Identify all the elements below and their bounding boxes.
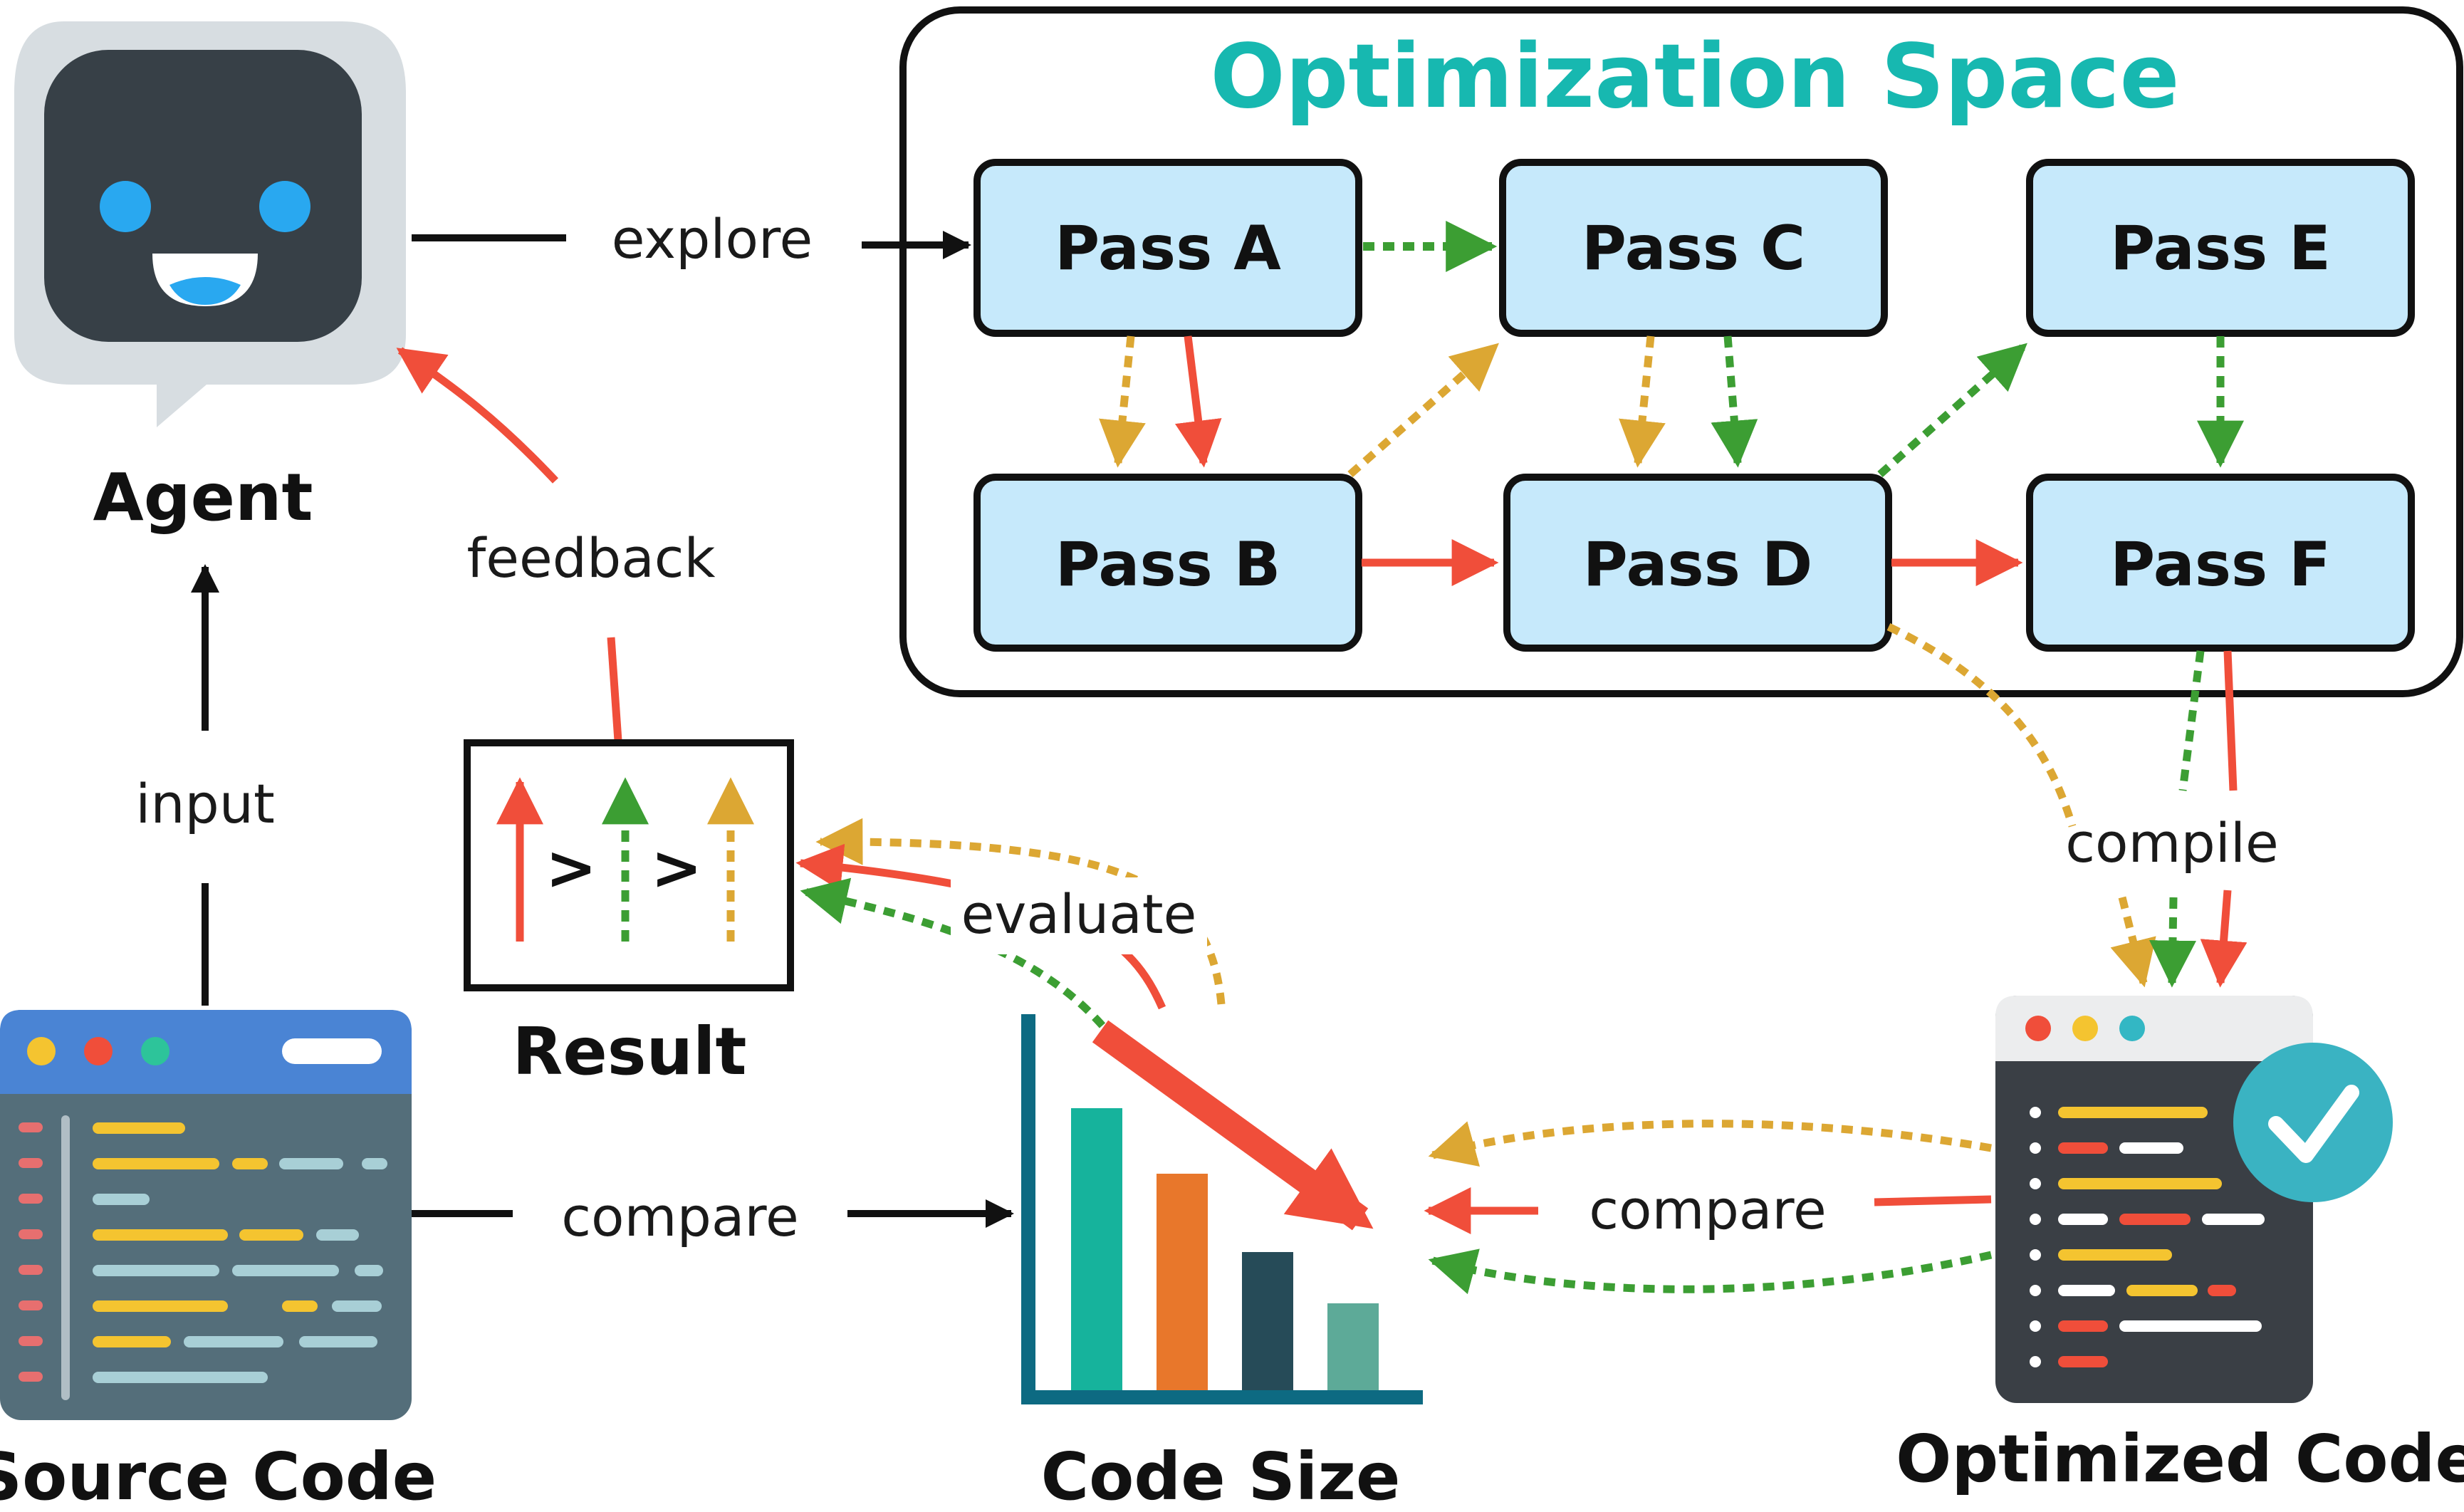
pass-b-node: Pass B [973,474,1362,652]
edge-c-d-green [1711,335,1758,468]
edge-a-b-yellow [1099,335,1146,468]
edge-d-e-green [1877,343,2027,478]
code-window-check-icon [1995,996,2393,1403]
code-size-label: Code Size [1041,1439,1401,1512]
evaluate-label: evaluate [961,882,1197,946]
pass-f-node: Pass F [2026,474,2415,652]
pass-d-label: Pass D [1583,529,1812,600]
edge-f-compile-green [2178,650,2205,791]
compile-label: compile [2065,811,2279,875]
compare-right-label: compare [1589,1178,1826,1241]
edge-compare-right-red-a [1874,1195,1992,1206]
agent-label: Agent [93,459,313,536]
optimization-space-title: Optimization Space [1210,26,2179,128]
result-node: > > [464,739,794,991]
edge-evaluate-green [800,877,1106,1028]
edge-compare-right-green [1428,1248,1993,1295]
pass-f-label: Pass F [2110,529,2331,600]
edge-evaluate-yellow [815,818,1226,1005]
robot-chat-icon [14,21,406,427]
input-label: input [135,772,275,835]
edge-d-compile-yellow [1886,623,2077,828]
edge-compare-right-yellow [1428,1120,1992,1167]
pass-e-label: Pass E [2110,213,2331,284]
result-label: Result [512,1013,746,1090]
result-gt-1: > [545,833,597,904]
trend-down-arrow [1092,1020,1374,1231]
edge-feedback-lower [607,637,622,741]
pass-c-node: Pass C [1499,159,1888,337]
pass-a-node: Pass A [973,159,1362,337]
pass-d-node: Pass D [1503,474,1892,652]
edge-f-compile-red [2223,650,2238,791]
pass-b-label: Pass B [1055,529,1281,600]
pass-a-label: Pass A [1055,213,1281,284]
bar-chart-icon [1021,1014,1423,1404]
edge-a-b-red [1174,335,1222,468]
edge-b-c-yellow [1347,343,1499,478]
compare-left-label: compare [561,1185,798,1248]
edge-compile-red-head [2200,890,2248,988]
optimized-code-label: Optimized Code [1896,1421,2464,1497]
edge-compile-green-head [2149,897,2196,988]
code-window-icon [0,1010,412,1420]
source-code-label: Source Code [0,1439,437,1512]
edge-c-d-yellow [1619,335,1666,468]
pass-e-node: Pass E [2026,159,2415,337]
explore-label: explore [612,207,813,271]
result-gt-2: > [651,833,702,904]
pass-c-label: Pass C [1582,213,1805,284]
edge-compile-yellow-head [2110,896,2156,988]
feedback-label: feedback [466,526,715,590]
edge-feedback-upper [396,347,559,484]
